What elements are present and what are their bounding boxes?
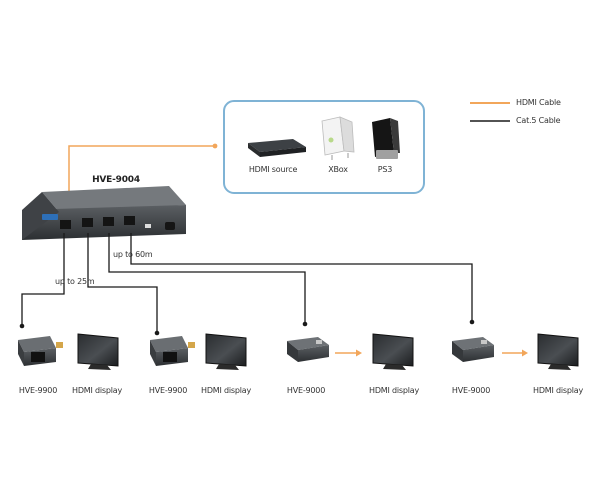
display-4-label: HDMI display	[533, 386, 583, 395]
receiver-3-label: HVE-9000	[286, 386, 326, 395]
receiver-4-label: HVE-9000	[451, 386, 491, 395]
display-1-label: HDMI display	[72, 386, 122, 395]
ps3-console-icon	[372, 118, 400, 159]
source-label-xbox: XBox	[328, 165, 348, 174]
display-2-label: HDMI display	[201, 386, 251, 395]
receiver-3-device	[287, 337, 329, 362]
receiver-4-device	[452, 337, 494, 362]
hdmi-link-3	[335, 349, 362, 357]
hdmi-source-device-icon	[248, 139, 306, 157]
distance-far-label: up to 60m	[113, 250, 153, 259]
hdmi-cable-to-sources	[68, 143, 218, 196]
display-3	[372, 333, 414, 370]
xbox-console-icon	[321, 116, 355, 160]
receiver-1-device	[18, 336, 63, 366]
display-3-label: HDMI display	[369, 386, 419, 395]
cable-endpoints	[19, 319, 475, 336]
display-4	[537, 333, 579, 370]
display-1	[77, 333, 119, 370]
receiver-2-label: HVE-9900	[148, 386, 188, 395]
distance-near-label: up to 25m	[55, 277, 95, 286]
receiver-1-label: HVE-9900	[18, 386, 58, 395]
transmitter-label: HVE-9004	[92, 175, 140, 185]
receiver-2-device	[150, 336, 195, 366]
legend-hdmi-label: HDMI Cable	[516, 98, 561, 107]
source-label-hdmi: HDMI source	[248, 165, 298, 174]
legend	[470, 102, 510, 122]
display-2	[205, 333, 247, 370]
transmitter-device	[22, 186, 186, 240]
cat5-cables	[21, 233, 473, 333]
source-label-ps3: PS3	[377, 165, 393, 174]
legend-cat5-label: Cat.5 Cable	[516, 116, 561, 125]
hdmi-link-4	[502, 349, 528, 357]
